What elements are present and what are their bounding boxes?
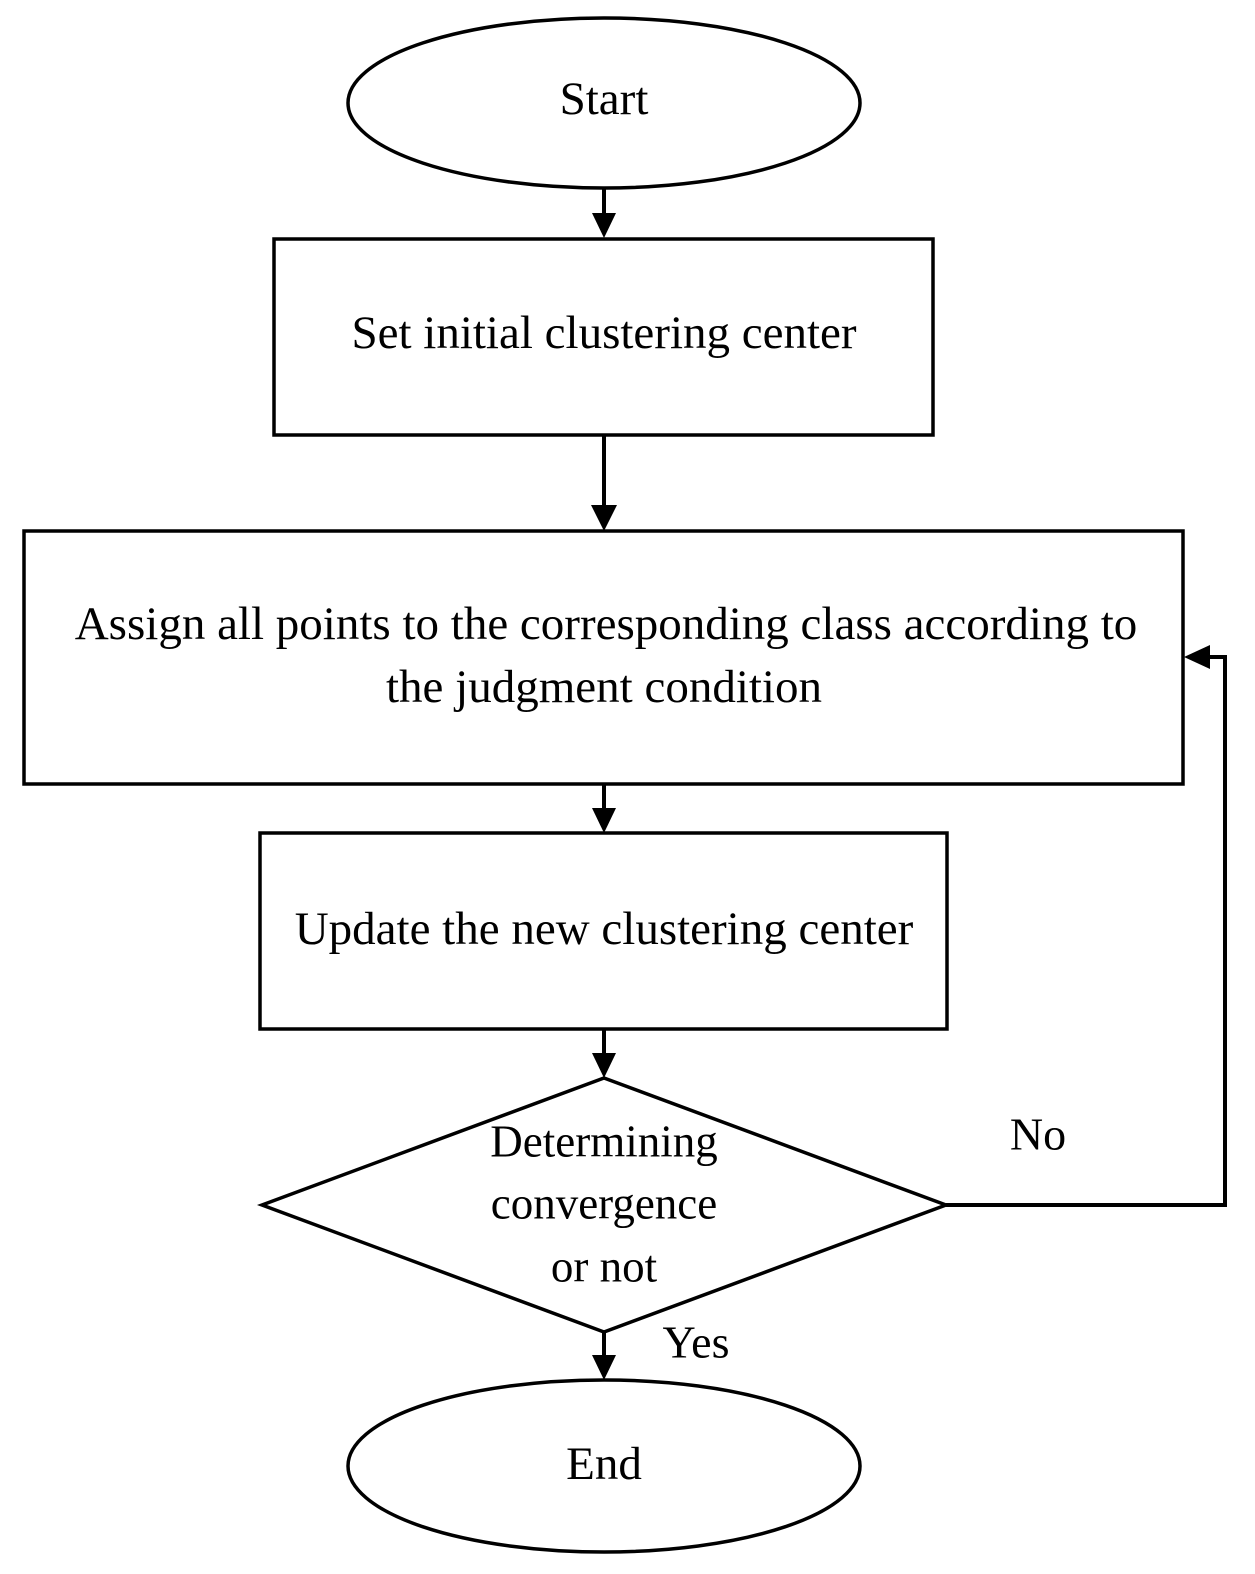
update-center-label: Update the new clustering center — [295, 903, 914, 955]
no-label: No — [1010, 1109, 1066, 1160]
arrowhead — [591, 505, 617, 531]
edge-start-to-set-initial — [592, 188, 616, 238]
decision-label-line-2: convergence — [491, 1178, 718, 1228]
arrowhead — [592, 213, 616, 238]
edge-decision-to-end: Yes — [592, 1317, 729, 1380]
assign-points-label-line-2: the judgment condition — [386, 661, 822, 713]
edge-decision-to-assign: No — [946, 645, 1227, 1207]
edge-set-initial-to-assign — [591, 435, 617, 531]
assign-points-box — [22, 529, 1185, 786]
arrowhead — [1184, 645, 1210, 669]
decision-node: Determining convergence or not — [256, 1076, 952, 1334]
yes-label: Yes — [663, 1317, 730, 1368]
edge-assign-to-update — [592, 784, 616, 833]
set-initial-label: Set initial clustering center — [351, 307, 856, 359]
assign-points-label-line-1: Assign all points to the corresponding c… — [75, 598, 1138, 650]
end-label: End — [566, 1438, 642, 1490]
end-node: End — [346, 1378, 862, 1554]
set-initial-box — [272, 237, 935, 437]
decision-label-line-3: or not — [551, 1241, 658, 1291]
arrowhead — [592, 1355, 616, 1380]
assign-points-node: Assign all points to the corresponding c… — [22, 529, 1185, 786]
end-ellipse — [346, 1378, 862, 1554]
arrowhead — [592, 1053, 616, 1078]
connector-line — [946, 655, 1227, 1207]
decision-label-line-1: Determining — [490, 1116, 717, 1166]
start-node: Start — [346, 16, 862, 190]
arrowhead — [592, 808, 616, 833]
set-initial-node: Set initial clustering center — [272, 237, 935, 437]
update-center-node: Update the new clustering center — [258, 831, 949, 1031]
update-center-box — [258, 831, 949, 1031]
edge-update-to-decision — [592, 1029, 616, 1078]
start-label: Start — [560, 73, 649, 125]
